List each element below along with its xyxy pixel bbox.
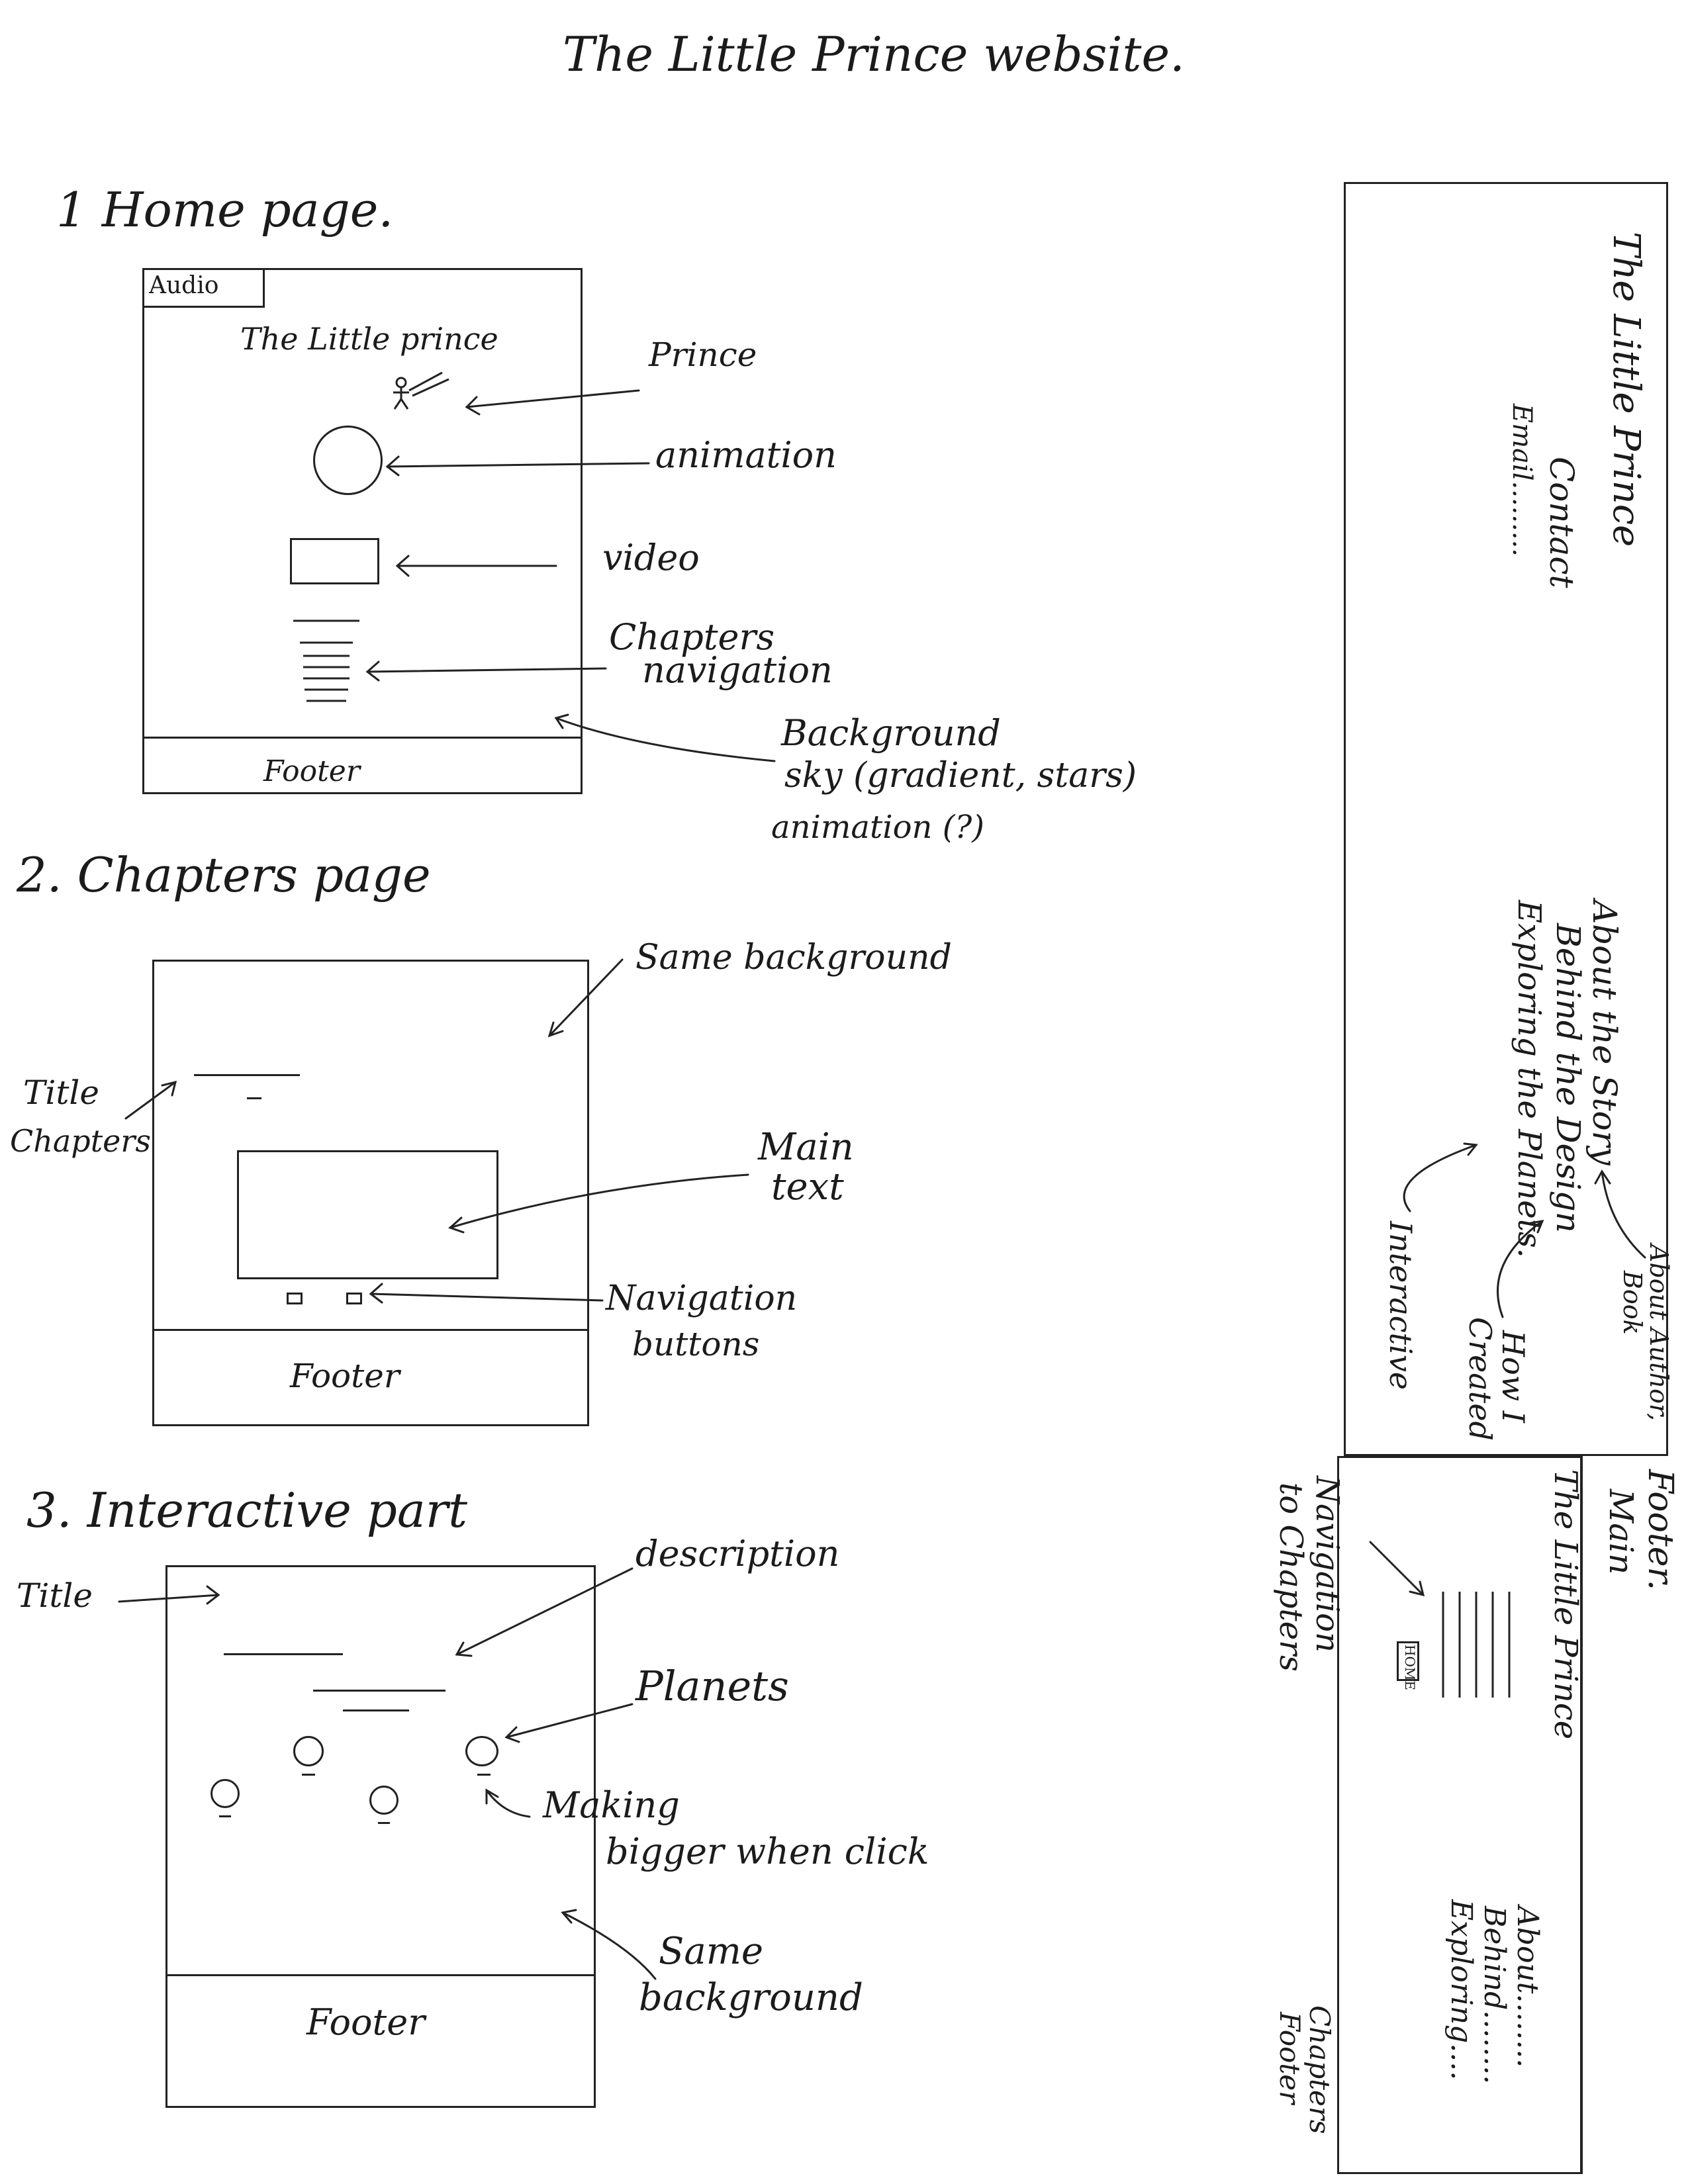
planet-2-label (477, 1774, 491, 1776)
side-bottom-right-line (1581, 1456, 1583, 2174)
note-same-bg-1: Same (659, 1930, 763, 1973)
interactive-footer: Footer (306, 2001, 426, 2043)
chapters-footer: Footer (290, 1357, 400, 1395)
note-planets: Planets (635, 1662, 789, 1710)
home-footer: Footer (263, 754, 360, 788)
side-wireframe-top (1344, 182, 1668, 1456)
prince-figure-icon (389, 369, 455, 416)
side-chapters-nav-lines (1436, 1588, 1523, 1701)
chapters-footer-divider (154, 1329, 587, 1331)
note-description: description (635, 1533, 840, 1574)
next-button[interactable] (346, 1293, 362, 1304)
note-main-1: Main (758, 1126, 854, 1169)
prev-button[interactable] (287, 1293, 303, 1304)
interactive-description-line-2 (343, 1709, 409, 1711)
chapters-nav-icon (290, 617, 363, 710)
home-footer-divider (144, 737, 581, 739)
interactive-title-line (224, 1653, 343, 1655)
home-site-title: The Little prince (240, 321, 498, 357)
planet-3[interactable] (211, 1779, 240, 1808)
note-background-2: sky (gradient, stars) (784, 756, 1137, 796)
audio-label: Audio (149, 272, 219, 299)
planet-2[interactable] (465, 1736, 498, 1766)
note-chapters-nav-2: navigation (642, 649, 833, 691)
page-title: The Little Prince website. (563, 26, 1185, 82)
chapters-heading: 2. Chapters page (17, 847, 431, 903)
note-int-title: Title (17, 1576, 93, 1615)
note-background-1: Background (781, 712, 1001, 754)
animation-planet-icon (313, 426, 383, 495)
planet-1-label (302, 1774, 315, 1776)
note-nav-1: Navigation (606, 1279, 798, 1318)
home-wireframe: Audio The Little prince Footer (142, 268, 583, 794)
interactive-wireframe: Footer (165, 1565, 596, 2108)
note-nav-2: buttons (632, 1325, 760, 1363)
note-animation: animation (655, 434, 837, 476)
note-title-2: Chapters (10, 1123, 151, 1159)
note-chapters-nav-1: Chapters (609, 616, 775, 658)
interactive-footer-divider (167, 1974, 594, 1976)
note-prince: Prince (649, 336, 757, 374)
planet-4[interactable] (369, 1786, 399, 1815)
note-same-background: Same background (635, 938, 952, 978)
note-background-3: animation (?) (771, 809, 984, 846)
interactive-heading: 3. Interactive part (26, 1482, 468, 1538)
planet-1[interactable] (293, 1736, 324, 1766)
chapters-title-line (194, 1074, 300, 1076)
chapters-subtitle-line (247, 1097, 261, 1099)
planet-4-label (378, 1822, 390, 1824)
interactive-description-line (313, 1690, 445, 1692)
note-video: video (602, 537, 700, 578)
video-placeholder (290, 538, 379, 584)
note-title-1: Title (23, 1073, 100, 1112)
audio-button[interactable]: Audio (142, 268, 265, 308)
note-making-1: Making (543, 1784, 680, 1826)
note-same-bg-2: background (639, 1976, 863, 2019)
home-heading: 1 Home page. (56, 182, 394, 238)
note-main-2: text (771, 1165, 844, 1208)
planet-3-label (219, 1815, 231, 1817)
side-home-button[interactable] (1397, 1641, 1419, 1681)
note-making-2: bigger when click (606, 1831, 929, 1872)
